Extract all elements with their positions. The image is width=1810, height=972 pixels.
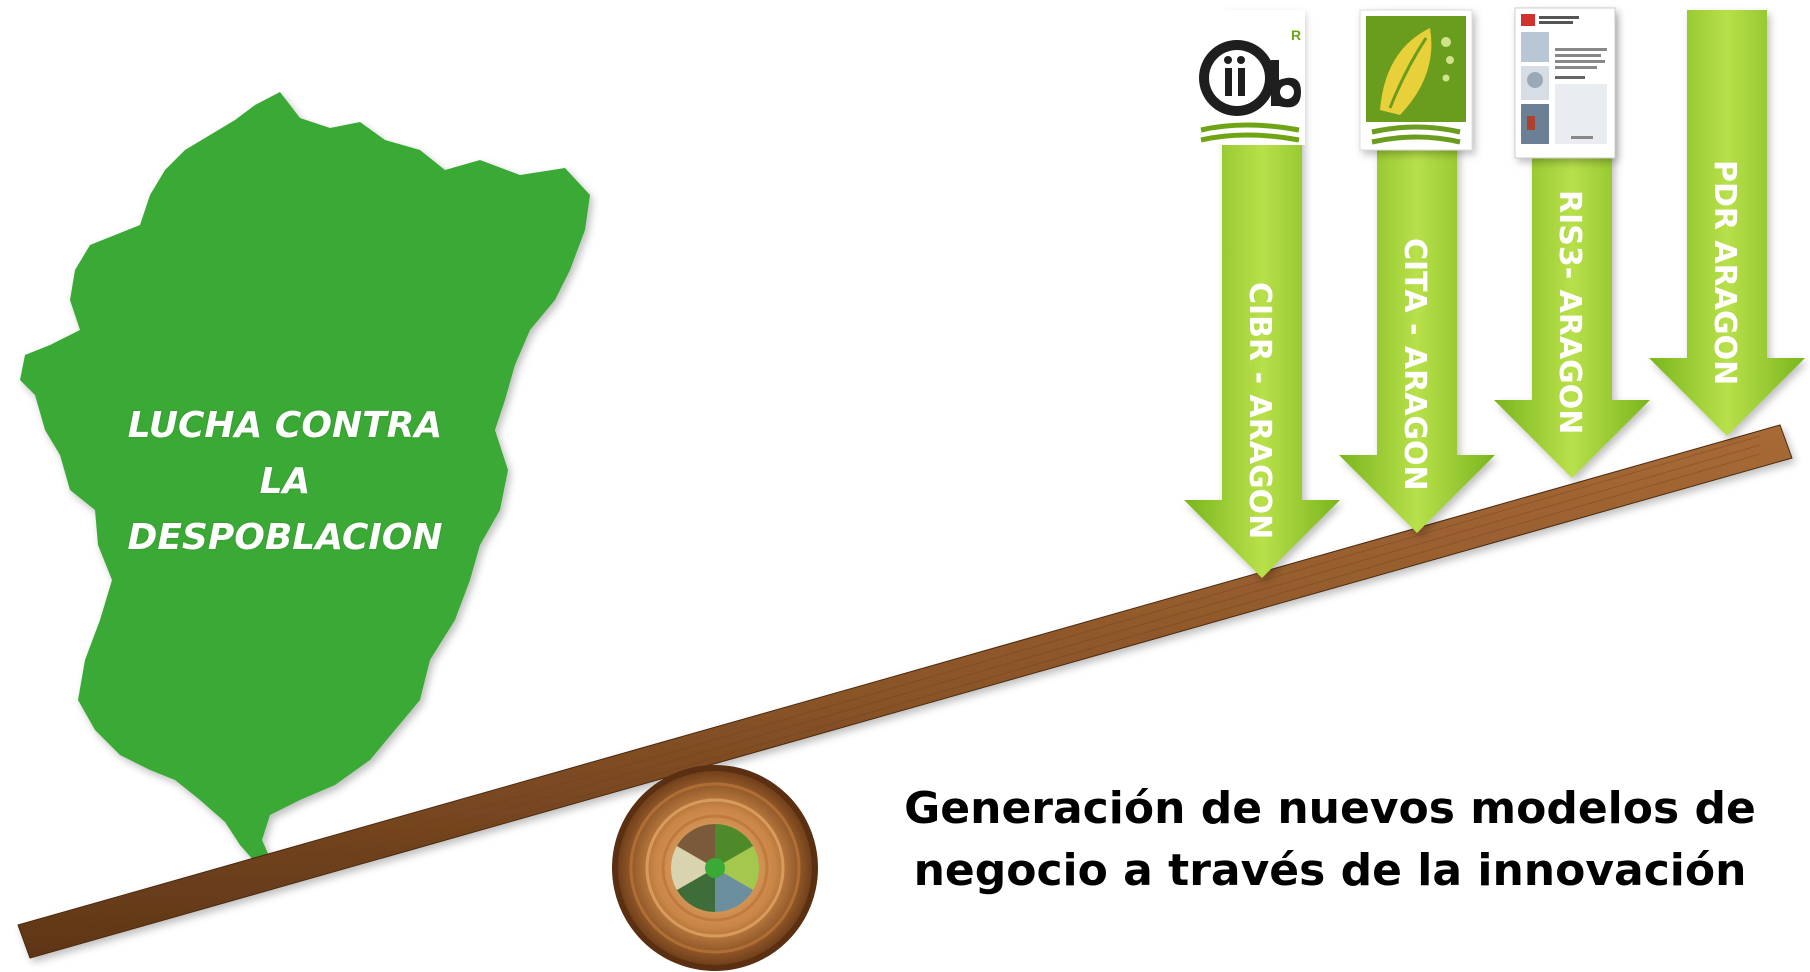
bioeconomy-tree-ring-icon xyxy=(612,765,818,971)
tree-ring-circle xyxy=(629,782,801,954)
aragon-map-shape xyxy=(20,92,590,862)
arrow-3-label: RIS3- ARAGON xyxy=(1552,190,1587,434)
plank-grain-line xyxy=(59,435,1761,931)
cita-leaf-logo-icon xyxy=(1359,9,1473,151)
caption-line-1: Generación de nuevos modelos de xyxy=(904,783,1756,834)
tree-ring-wedge xyxy=(676,868,715,912)
tree-ring-wedge xyxy=(715,868,754,912)
region-label-line-2: LA xyxy=(259,461,311,502)
arrow-4-label: PDR ARAGON xyxy=(1707,160,1742,385)
tree-ring-circle xyxy=(661,814,769,922)
plank-board xyxy=(17,424,1793,959)
arrow-2-label: CITA - ARAGON xyxy=(1397,238,1432,491)
region-label-line-3: DESPOBLACION xyxy=(127,517,443,558)
tree-ring-wedge xyxy=(676,824,715,868)
caption-line-2: negocio a través de la innovación xyxy=(913,845,1747,896)
tree-ring-circle xyxy=(645,798,785,938)
plank-grain-line xyxy=(59,444,1761,940)
cibr-logo-icon: R xyxy=(1195,10,1305,145)
region-label: LUCHA CONTRA LA DESPOBLACION xyxy=(95,398,475,566)
tree-ring-core xyxy=(705,858,725,878)
tree-ring-wedge xyxy=(671,846,715,890)
plank-grain-line xyxy=(59,453,1761,949)
tree-ring-wedge xyxy=(715,846,760,890)
arrow-1-shape xyxy=(1184,10,1340,578)
tree-ring-wedge xyxy=(715,824,754,868)
arrow-4-shape xyxy=(1649,10,1805,436)
svg-text:R: R xyxy=(1291,27,1301,43)
region-label-line-1: LUCHA CONTRA xyxy=(127,405,443,446)
ris3-document-cover-icon xyxy=(1514,7,1616,159)
caption: Generación de nuevos modelos de negocio … xyxy=(860,778,1800,902)
arrow-1-label: CIBR - ARAGON xyxy=(1242,282,1277,539)
wooden-plank-icon xyxy=(17,424,1793,959)
